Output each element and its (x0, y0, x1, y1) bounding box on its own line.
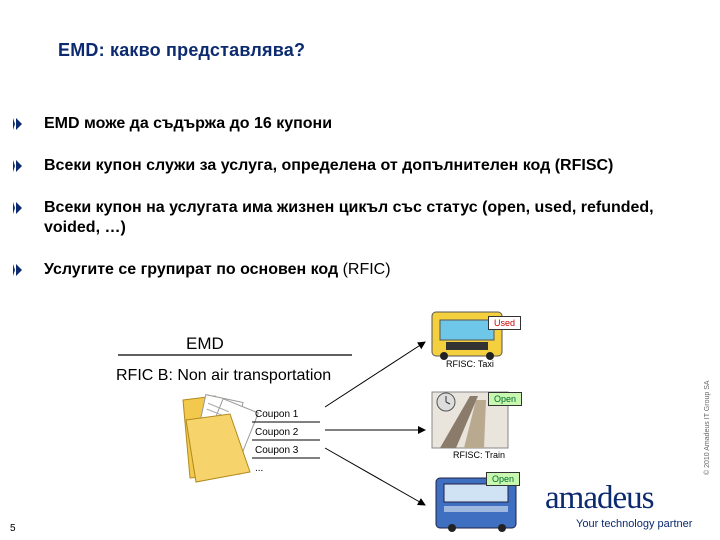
coupon-label: Coupon 3 (255, 445, 299, 456)
amadeus-logo: amadeus (545, 480, 654, 516)
bullet-text-plain: (RFIC) (338, 261, 391, 278)
service-caption: RFISC: Train (453, 450, 506, 460)
bullet-marker-icon (13, 264, 22, 276)
bullet-text: Всеки купон на услугата има жизнен цикъл… (44, 199, 654, 236)
status-badge-used: Used (488, 316, 522, 330)
service-caption: RFISC: Taxi (446, 359, 494, 369)
brand-tagline: Your technology partner (576, 518, 693, 530)
bullet-text: EMD може да съдържа до 16 купони (44, 115, 333, 132)
status-badge-open: Open (488, 392, 523, 406)
arrow-coupon3-bus (324, 447, 426, 506)
bullet-item: EMD може да съдържа до 16 купони (13, 114, 704, 134)
arrow-coupon1-taxi (324, 341, 426, 408)
page-number: 5 (10, 523, 16, 534)
bullet-text: Услугите се групират по основен код (44, 261, 339, 278)
rfic-label: RFIC B: Non air transportation (116, 367, 332, 384)
bullet-marker-icon (13, 160, 22, 172)
emd-label: EMD (186, 334, 224, 353)
coupon-label: ... (255, 463, 264, 474)
bullet-marker-icon (13, 118, 22, 130)
taxi-icon (431, 311, 503, 360)
bullet-text: Всеки купон служи за услуга, определена … (44, 157, 614, 174)
bullet-marker-icon (13, 202, 22, 214)
bullet-list: EMD може да съдържа до 16 купони Всеки к… (13, 114, 704, 302)
status-badge-open: Open (486, 472, 521, 486)
coupon-label: Coupon 1 (255, 409, 299, 420)
coupon-label: Coupon 2 (255, 427, 299, 438)
bus-icon (435, 477, 517, 532)
bullet-item: Всеки купон на услугата има жизнен цикъл… (13, 198, 704, 238)
bullet-item: Услугите се групират по основен код (RFI… (13, 260, 704, 280)
bullet-item: Всеки купон служи за услуга, определена … (13, 156, 704, 176)
folder-icon (182, 394, 260, 483)
slide-title: EMD: какво представлява? (58, 40, 306, 60)
